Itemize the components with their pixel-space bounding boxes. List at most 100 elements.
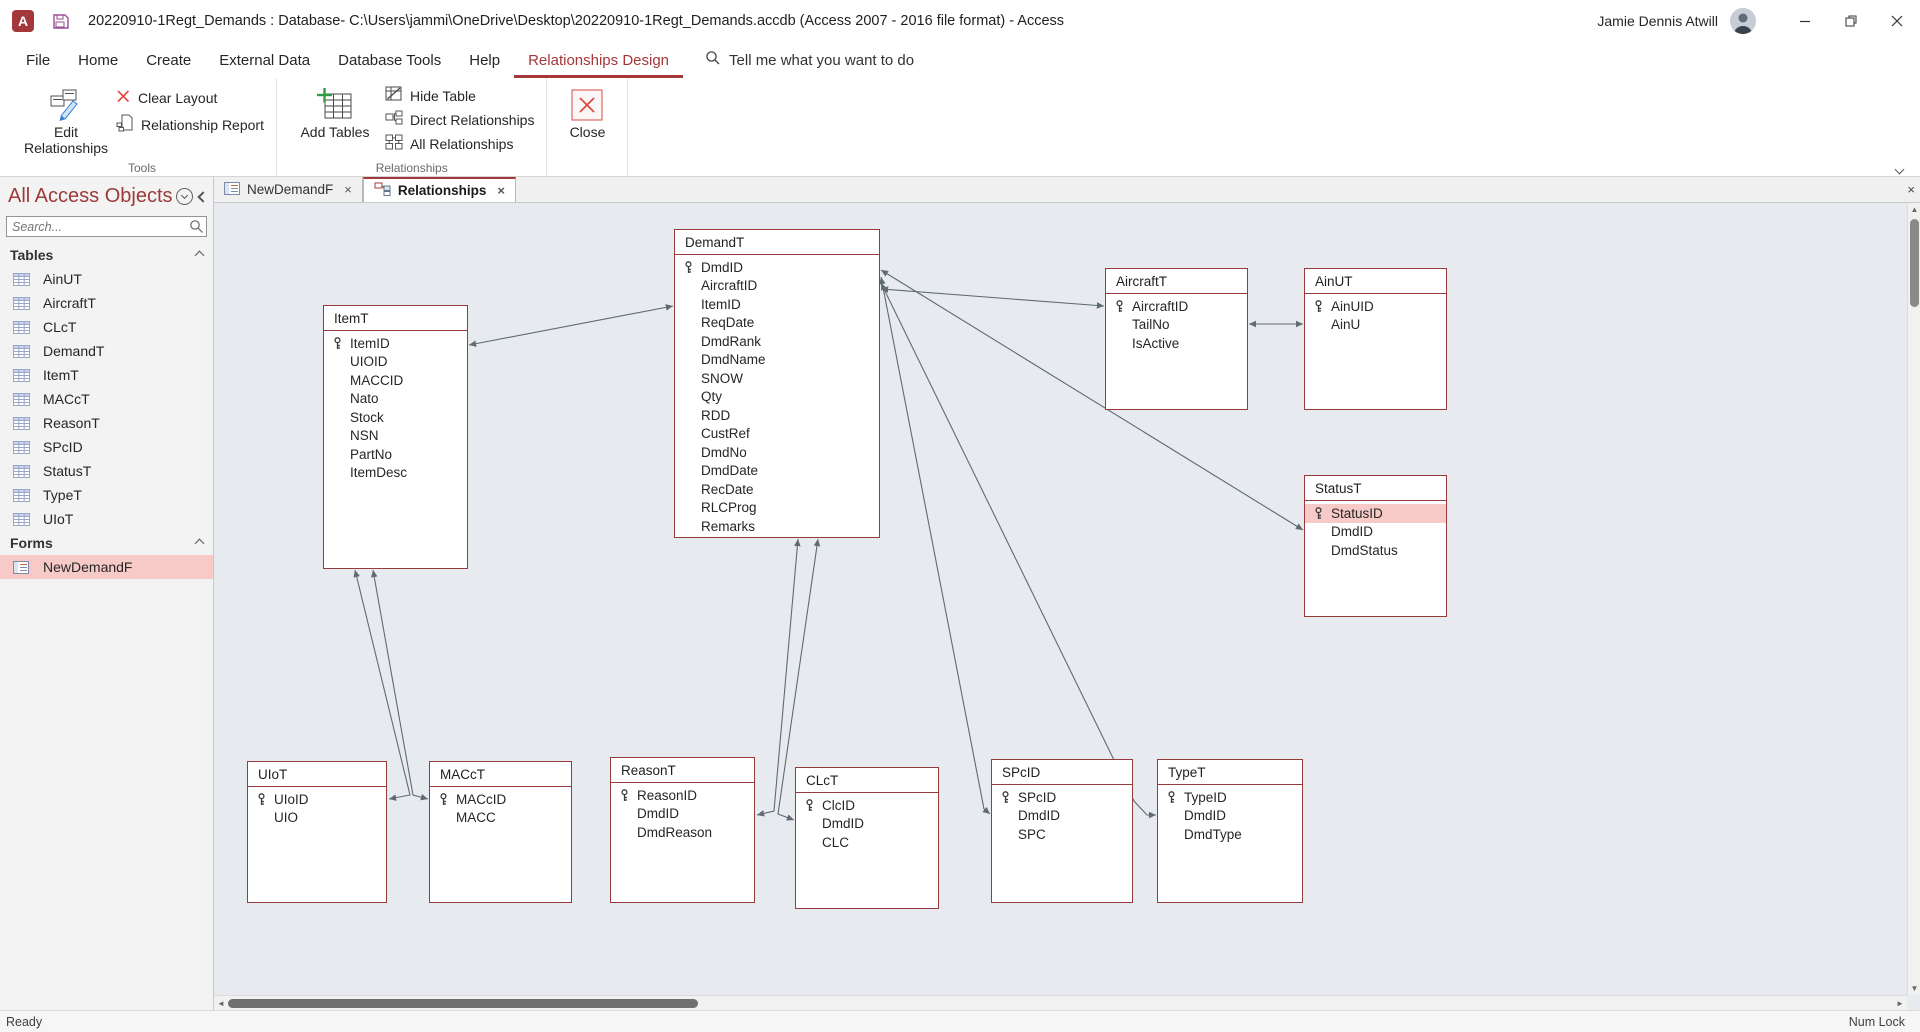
menu-item-external-data[interactable]: External Data (219, 51, 311, 69)
add-tables-button[interactable]: Add Tables (289, 80, 381, 141)
table-title[interactable]: ItemT (324, 306, 467, 331)
sidebar-item-clct[interactable]: CLcT (0, 315, 213, 339)
clear-layout-button[interactable]: Clear Layout (116, 89, 264, 107)
nav-pane-menu-icon[interactable] (176, 188, 193, 205)
field-row-typet-typeid[interactable]: TypeID (1158, 788, 1302, 807)
table-title[interactable]: ReasonT (611, 758, 754, 783)
field-row-itemt-maccid[interactable]: MACCID (350, 372, 404, 388)
relationship-report-button[interactable]: Relationship Report (116, 114, 264, 135)
close-all-tabs-icon[interactable]: × (1907, 182, 1915, 197)
relationship-line-demandt-reasont-dmdid[interactable] (756, 538, 801, 817)
collapse-ribbon-button[interactable] (1894, 160, 1906, 175)
sidebar-item-reasont[interactable]: ReasonT (0, 411, 213, 435)
tab-relationships[interactable]: Relationships × (362, 177, 516, 202)
field-row-statust-dmdstatus[interactable]: DmdStatus (1331, 542, 1398, 558)
direct-relationships-button[interactable]: Direct Relationships (385, 110, 534, 129)
field-row-statust-statusid[interactable]: StatusID (1305, 504, 1446, 523)
field-row-typet-dmdtype[interactable]: DmdType (1184, 826, 1242, 842)
field-row-demandt-dmddate[interactable]: DmdDate (701, 463, 759, 479)
relationship-line-demandt-aircraftid-aircraftt-aircraftid[interactable] (880, 286, 1105, 309)
sidebar-item-uiot[interactable]: UIoT (0, 507, 213, 531)
field-row-demandt-dmdname[interactable]: DmdName (701, 352, 766, 368)
edit-relationships-button[interactable]: Edit Relationships (20, 80, 112, 156)
field-row-itemt-nsn[interactable]: NSN (350, 428, 379, 444)
save-icon[interactable] (52, 12, 70, 30)
menu-item-database-tools[interactable]: Database Tools (338, 51, 442, 69)
sidebar-item-newdemandf[interactable]: NewDemandF (0, 555, 213, 579)
nav-section-tables[interactable]: Tables (0, 243, 213, 267)
scroll-right-arrow[interactable]: ► (1896, 999, 1904, 1008)
relationship-line-demandt-spcid-dmdid[interactable] (879, 276, 991, 815)
minimize-button[interactable] (1782, 0, 1828, 42)
field-row-demandt-itemid[interactable]: ItemID (701, 296, 741, 312)
menu-item-home[interactable]: Home (78, 51, 119, 69)
table-title[interactable]: DemandT (675, 230, 879, 255)
sidebar-item-macct[interactable]: MACcT (0, 387, 213, 411)
field-row-aircraftt-isactive[interactable]: IsActive (1132, 335, 1180, 351)
field-row-ainut-ainuid[interactable]: AinUID (1305, 297, 1446, 316)
relationship-line-itemt-itemid-demandt-itemid[interactable] (468, 304, 674, 347)
field-row-spcid-dmdid[interactable]: DmdID (1018, 808, 1061, 824)
field-row-demandt-custref[interactable]: CustRef (701, 426, 750, 442)
sidebar-item-ainut[interactable]: AinUT (0, 267, 213, 291)
field-row-macct-maccid[interactable]: MACcID (430, 790, 571, 809)
nav-section-forms[interactable]: Forms (0, 531, 213, 555)
table-title[interactable]: MACcT (430, 762, 571, 787)
table-title[interactable]: SPcID (992, 760, 1132, 785)
field-row-uiot-uioid[interactable]: UIoID (248, 790, 386, 809)
field-row-clct-dmdid[interactable]: DmdID (822, 816, 865, 832)
field-row-typet-dmdid[interactable]: DmdID (1184, 808, 1227, 824)
field-row-itemt-nato[interactable]: Nato (350, 391, 379, 407)
horizontal-scroll-thumb[interactable] (228, 999, 698, 1008)
close-tab-icon[interactable]: × (497, 183, 505, 198)
field-row-itemt-uioid[interactable]: UIOID (350, 354, 388, 370)
close-window-button[interactable] (1874, 0, 1920, 42)
field-row-demandt-dmdrank[interactable]: DmdRank (701, 333, 762, 349)
vertical-scrollbar[interactable]: ▲ ▼ (1907, 203, 1920, 995)
field-row-clct-clc[interactable]: CLC (822, 834, 850, 850)
search-input[interactable] (6, 216, 207, 237)
horizontal-scrollbar[interactable]: ◄ ► (214, 995, 1907, 1010)
scroll-up-arrow[interactable]: ▲ (1910, 205, 1919, 214)
field-row-aircraftt-aircraftid[interactable]: AircraftID (1106, 297, 1247, 316)
relationship-line-demandt-clct-dmdid[interactable] (777, 538, 821, 821)
menu-item-file[interactable]: File (26, 51, 51, 69)
field-row-demandt-dmdid[interactable]: DmdID (675, 258, 879, 277)
field-row-reasont-dmdid[interactable]: DmdID (637, 806, 680, 822)
field-row-spcid-spcid[interactable]: SPcID (992, 788, 1132, 807)
table-title[interactable]: AircraftT (1106, 269, 1247, 294)
sidebar-item-demandt[interactable]: DemandT (0, 339, 213, 363)
field-row-demandt-reqdate[interactable]: ReqDate (701, 315, 755, 331)
sidebar-item-itemt[interactable]: ItemT (0, 363, 213, 387)
close-button[interactable]: Close (559, 80, 615, 141)
relationship-line-itemt-macct-maccid[interactable] (371, 569, 429, 801)
menu-item-create[interactable]: Create (146, 51, 192, 69)
field-row-itemt-itemid[interactable]: ItemID (324, 334, 467, 353)
field-row-itemt-partno[interactable]: PartNo (350, 446, 393, 462)
tab-newdemandf[interactable]: NewDemandF × (214, 177, 363, 202)
all-relationships-button[interactable]: All Relationships (385, 134, 535, 153)
field-row-demandt-aircraftid[interactable]: AircraftID (701, 278, 758, 294)
field-row-statust-dmdid[interactable]: DmdID (1331, 524, 1374, 540)
scroll-down-arrow[interactable]: ▼ (1910, 984, 1919, 993)
field-row-demandt-recdate[interactable]: RecDate (701, 481, 754, 497)
close-tab-icon[interactable]: × (344, 182, 352, 197)
table-title[interactable]: StatusT (1305, 476, 1446, 501)
vertical-scroll-thumb[interactable] (1910, 219, 1919, 307)
field-row-clct-clcid[interactable]: ClcID (796, 796, 938, 815)
sidebar-item-typet[interactable]: TypeT (0, 483, 213, 507)
relationship-line-demandt-typet-dmdid[interactable] (880, 282, 1156, 819)
field-row-uiot-uio[interactable]: UIO (274, 810, 299, 826)
field-row-demandt-snow[interactable]: SNOW (701, 370, 743, 386)
field-row-aircraftt-tailno[interactable]: TailNo (1132, 317, 1170, 333)
